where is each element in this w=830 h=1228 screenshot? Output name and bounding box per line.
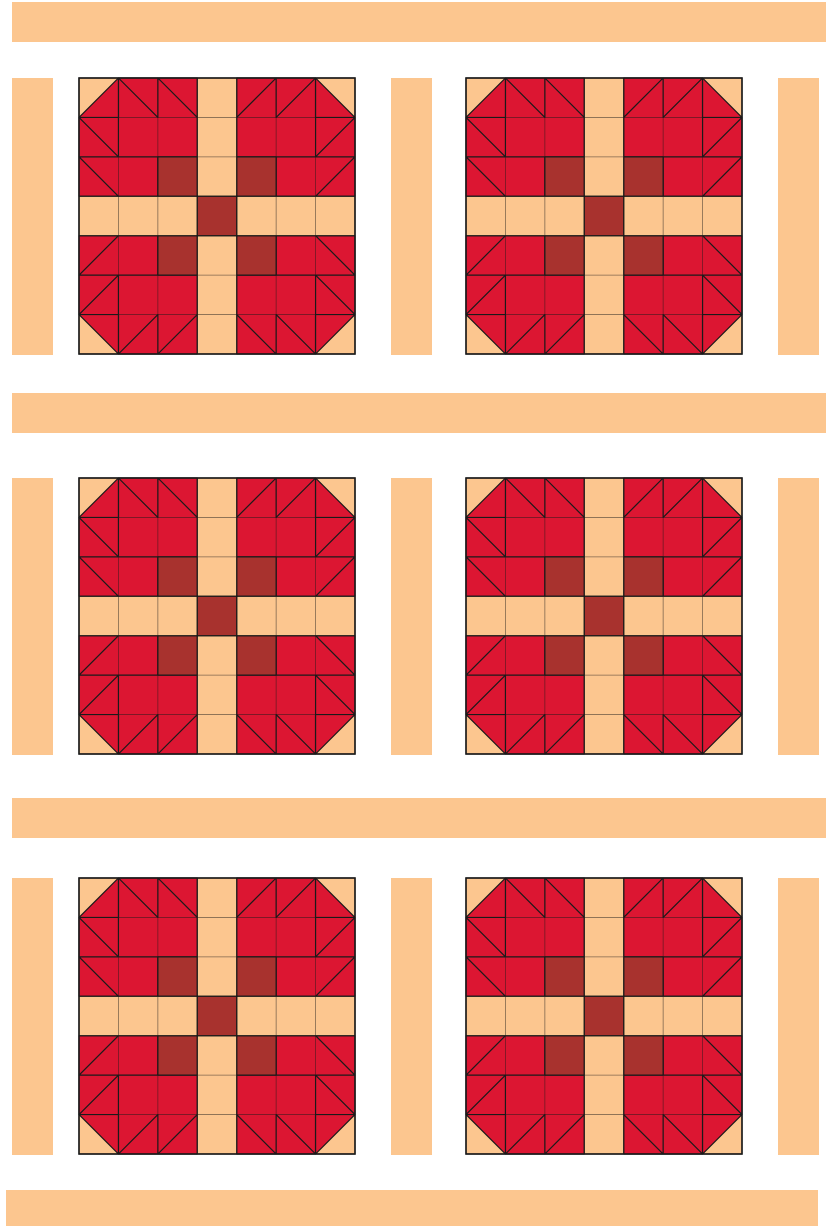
dark-square	[158, 236, 197, 275]
block-quadrant	[624, 78, 742, 196]
dark-square	[158, 957, 197, 996]
inner-bar	[197, 236, 236, 354]
inner-bar	[624, 596, 742, 635]
bear-paw-block	[79, 78, 355, 354]
dark-square	[237, 236, 276, 275]
dark-square	[158, 557, 197, 596]
inner-bar	[584, 478, 623, 596]
block-quadrant	[237, 236, 355, 354]
dark-square	[624, 957, 663, 996]
dark-square	[624, 1036, 663, 1075]
bear-paw-block	[466, 78, 742, 354]
inner-bar	[197, 78, 236, 196]
inner-bar	[197, 478, 236, 596]
dark-square	[624, 557, 663, 596]
inner-bar	[584, 636, 623, 754]
vertical-sashing-strip	[778, 478, 819, 755]
block-quadrant	[466, 78, 584, 196]
block-quadrant	[79, 878, 197, 996]
block-quadrant	[79, 636, 197, 754]
block-quadrant	[237, 78, 355, 196]
dark-square	[624, 236, 663, 275]
block-quadrant	[624, 478, 742, 596]
horizontal-sashing-strip	[12, 393, 826, 433]
block-quadrant	[237, 878, 355, 996]
inner-bar	[624, 996, 742, 1035]
dark-square	[237, 636, 276, 675]
dark-square	[237, 557, 276, 596]
center-square	[584, 996, 623, 1035]
block-quadrant	[624, 636, 742, 754]
dark-square	[545, 1036, 584, 1075]
bear-paw-block	[466, 478, 742, 754]
horizontal-sashing-strip	[12, 2, 826, 42]
inner-bar	[197, 636, 236, 754]
inner-bar	[584, 236, 623, 354]
dark-square	[158, 636, 197, 675]
dark-square	[545, 157, 584, 196]
horizontal-sashing-strip	[6, 1190, 818, 1226]
inner-bar	[466, 996, 584, 1035]
vertical-sashing-strip	[391, 78, 432, 355]
inner-bar	[237, 996, 355, 1035]
dark-square	[237, 157, 276, 196]
inner-bar	[79, 596, 197, 635]
block-quadrant	[237, 636, 355, 754]
block-quadrant	[466, 478, 584, 596]
dark-square	[158, 157, 197, 196]
block-quadrant	[79, 78, 197, 196]
dark-square	[237, 957, 276, 996]
vertical-sashing-strip	[391, 878, 432, 1155]
dark-square	[624, 157, 663, 196]
block-quadrant	[79, 1036, 197, 1154]
block-quadrant	[79, 478, 197, 596]
block-quadrant	[466, 878, 584, 996]
bear-paw-block	[466, 878, 742, 1154]
inner-bar	[79, 996, 197, 1035]
center-square	[584, 196, 623, 235]
vertical-sashing-strip	[12, 478, 53, 755]
dark-square	[237, 1036, 276, 1075]
vertical-sashing-strip	[12, 878, 53, 1155]
bear-paw-block	[79, 478, 355, 754]
inner-bar	[237, 596, 355, 635]
center-square	[197, 996, 236, 1035]
block-quadrant	[624, 878, 742, 996]
block-quadrant	[237, 478, 355, 596]
inner-bar	[584, 1036, 623, 1154]
dark-square	[545, 636, 584, 675]
block-quadrant	[624, 236, 742, 354]
dark-square	[545, 557, 584, 596]
block-quadrant	[466, 236, 584, 354]
center-square	[197, 196, 236, 235]
inner-bar	[197, 1036, 236, 1154]
vertical-sashing-strip	[778, 878, 819, 1155]
horizontal-sashing-strip	[12, 798, 826, 838]
inner-bar	[79, 196, 197, 235]
inner-bar	[197, 878, 236, 996]
inner-bar	[466, 596, 584, 635]
vertical-sashing-strip	[778, 78, 819, 355]
vertical-sashing-strip	[391, 478, 432, 755]
inner-bar	[466, 196, 584, 235]
block-quadrant	[624, 1036, 742, 1154]
dark-square	[158, 1036, 197, 1075]
center-square	[584, 596, 623, 635]
vertical-sashing-strip	[12, 78, 53, 355]
inner-bar	[237, 196, 355, 235]
block-quadrant	[237, 1036, 355, 1154]
bear-paw-block	[79, 878, 355, 1154]
dark-square	[624, 636, 663, 675]
inner-bar	[584, 878, 623, 996]
block-quadrant	[466, 1036, 584, 1154]
center-square	[197, 596, 236, 635]
dark-square	[545, 236, 584, 275]
block-quadrant	[466, 636, 584, 754]
inner-bar	[624, 196, 742, 235]
dark-square	[545, 957, 584, 996]
inner-bar	[584, 78, 623, 196]
block-quadrant	[79, 236, 197, 354]
